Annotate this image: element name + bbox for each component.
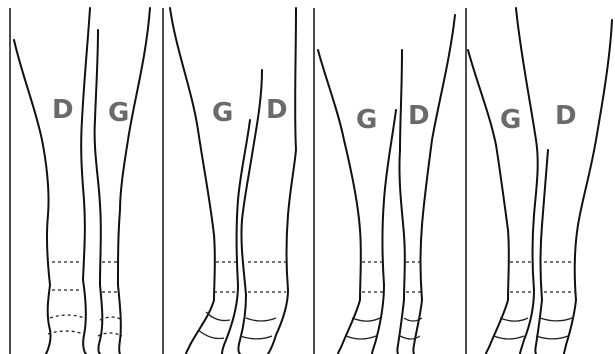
- right-leg: [239, 8, 297, 354]
- leg-label-right: D: [555, 101, 577, 131]
- leg-label-left: G: [212, 98, 233, 128]
- panel-4: G D: [468, 8, 612, 354]
- panel-3: G D: [318, 15, 455, 354]
- leg-label-right: D: [408, 101, 430, 131]
- leg-label-left: G: [356, 105, 377, 135]
- panel-2: G D: [170, 8, 296, 354]
- right-leg: [535, 20, 612, 354]
- panel-1: D G: [14, 8, 150, 354]
- left-leg: [14, 8, 90, 354]
- left-leg: [170, 8, 250, 354]
- right-leg: [397, 15, 455, 354]
- leg-label-left: D: [52, 95, 74, 125]
- left-leg: [318, 50, 396, 354]
- leg-label-right: D: [266, 95, 288, 125]
- right-leg: [95, 8, 150, 354]
- left-leg: [468, 8, 538, 354]
- leg-label-right: G: [108, 98, 129, 128]
- leg-label-left: G: [500, 105, 521, 135]
- panel-borders: [10, 8, 466, 354]
